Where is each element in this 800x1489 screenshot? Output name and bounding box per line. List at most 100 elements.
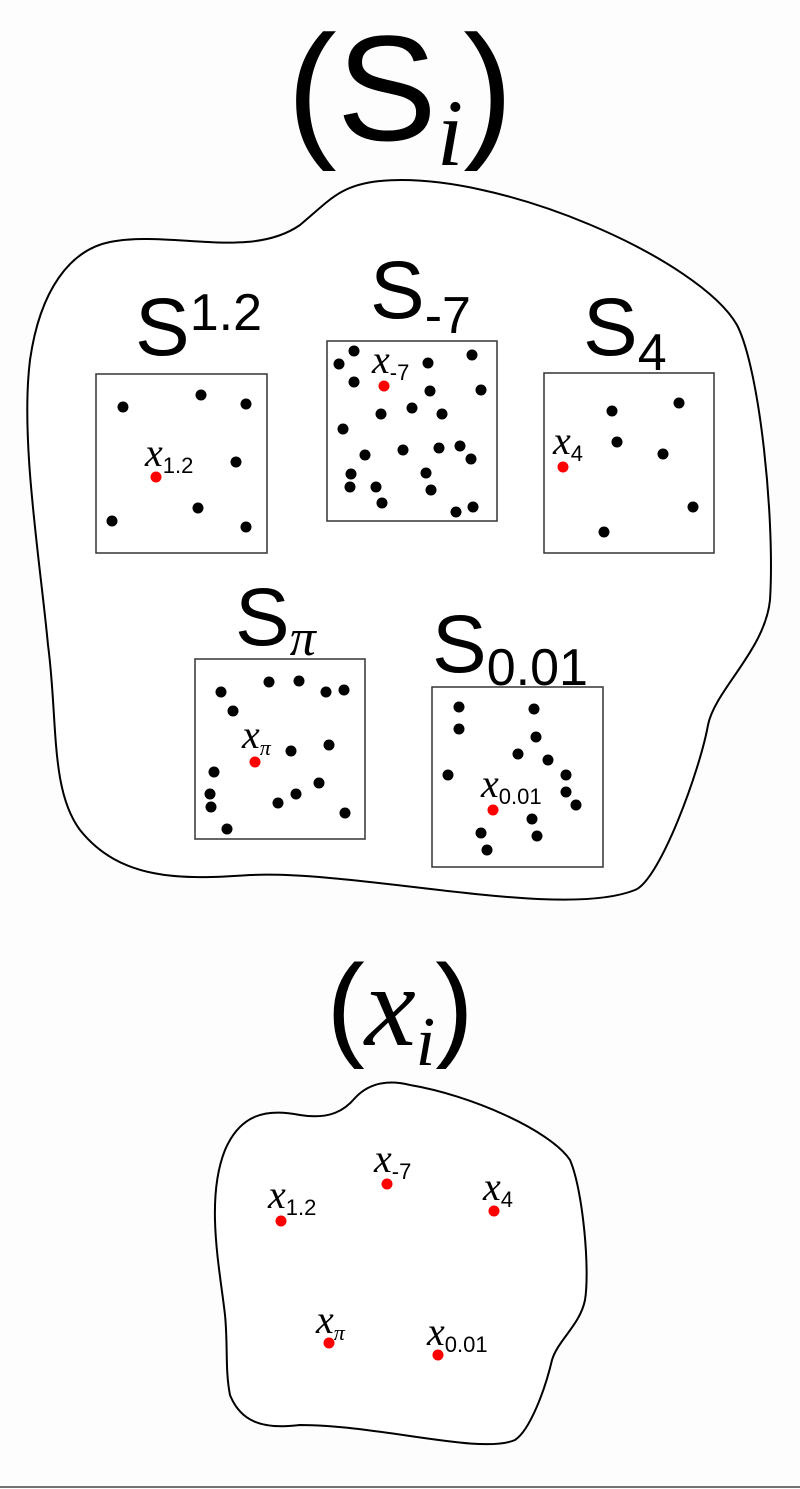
set-member-dot: [333, 358, 345, 370]
choice-element-label: x1.2: [267, 1172, 316, 1220]
set-member-dot: [117, 401, 129, 413]
chosen-element-label: x4: [552, 418, 583, 466]
choice-element-label: xπ: [315, 1297, 346, 1345]
set-member-dot: [420, 467, 432, 479]
set-member-dot: [323, 739, 335, 751]
set-label-minus-7: S-7: [370, 245, 471, 345]
set-member-dot: [345, 468, 357, 480]
set-member-dot: [337, 423, 349, 435]
set-member-dot: [673, 397, 685, 409]
set-member-dot: [542, 754, 554, 766]
set-box-pi: [194, 658, 366, 840]
set-member-dot: [240, 398, 252, 410]
set-member-dot: [475, 384, 487, 396]
set-minus-7: S-7x-7: [326, 245, 498, 522]
set-member-dot: [570, 799, 582, 811]
set-member-dot: [338, 684, 350, 696]
set-member-dot: [454, 440, 466, 452]
choice-element-4: x4: [482, 1164, 513, 1217]
set-member-dot: [453, 701, 465, 713]
set-member-dot: [433, 442, 445, 454]
set-member-dot: [481, 844, 493, 856]
set-member-dot: [344, 481, 356, 493]
set-member-dot: [528, 703, 540, 715]
set-member-dot: [313, 777, 325, 789]
set-member-dot: [293, 675, 305, 687]
set-box-4: [543, 372, 715, 554]
set-member-dot: [290, 788, 302, 800]
choice-element-dot: [323, 1337, 335, 1349]
set-member-dot: [560, 786, 572, 798]
set-member-dot: [657, 448, 669, 460]
set-member-dot: [106, 515, 118, 527]
bottom-title: (xi): [326, 942, 473, 1081]
set-member-dot: [530, 731, 542, 743]
set-member-dot: [606, 405, 618, 417]
set-member-dot: [465, 453, 477, 465]
chosen-element-label: x1.2: [144, 430, 193, 478]
set-member-dot: [424, 385, 436, 397]
chosen-element-dot: [249, 756, 261, 768]
set-member-dot: [376, 497, 388, 509]
set-1-2: S1.2 x1.2: [95, 282, 268, 554]
set-member-dot: [526, 813, 538, 825]
set-member-dot: [687, 501, 699, 513]
set-box-minus-7: [326, 340, 498, 522]
set-member-dot: [406, 402, 418, 414]
set-member-dot: [397, 444, 409, 456]
set-member-dot: [205, 801, 217, 813]
set-member-dot: [436, 408, 448, 420]
set-member-dot: [348, 345, 360, 357]
set-member-dot: [339, 807, 351, 819]
set-member-dot: [370, 481, 382, 493]
set-member-dot: [560, 769, 572, 781]
set-member-dot: [208, 766, 220, 778]
set-member-dot: [195, 389, 207, 401]
chosen-element-label: x-7: [371, 337, 409, 385]
choice-element-dot: [275, 1215, 287, 1227]
set-box-0-01: [431, 686, 604, 868]
set-member-dot: [531, 830, 543, 842]
set-member-dot: [263, 676, 275, 688]
top-title: (Si): [287, 4, 513, 186]
set-member-dot: [475, 827, 487, 839]
set-member-dot: [215, 686, 227, 698]
set-label-pi: Sπ: [235, 572, 318, 667]
set-member-dot: [598, 526, 610, 538]
set-member-dot: [221, 823, 233, 835]
set-member-dot: [227, 705, 239, 717]
choice-element-pi: xπ: [315, 1297, 346, 1349]
set-member-dot: [611, 436, 623, 448]
set-member-dot: [450, 506, 462, 518]
choice-element-1-2: x1.2: [267, 1172, 316, 1227]
set-member-dot: [422, 357, 434, 369]
set-member-dot: [348, 376, 360, 388]
set-member-dot: [320, 686, 332, 698]
set-member-dot: [359, 449, 371, 461]
set-member-dot: [272, 797, 284, 809]
choice-element-dot: [381, 1178, 393, 1190]
chosen-element-dot: [378, 380, 390, 392]
set-label-1-2: S1.2: [135, 282, 262, 373]
set-member-dot: [285, 745, 297, 757]
choice-element-label: x0.01: [426, 1309, 488, 1357]
choice-element-minus-7: x-7: [373, 1136, 411, 1190]
set-member-dot: [425, 484, 437, 496]
set-member-dot: [375, 408, 387, 420]
chosen-element-label: x0.01: [480, 761, 542, 809]
choice-element-0-01: x0.01: [426, 1309, 488, 1361]
choice-element-dot: [488, 1205, 500, 1217]
choice-element-dot: [432, 1349, 444, 1361]
set-member-dot: [192, 502, 204, 514]
set-member-dot: [466, 349, 478, 361]
set-member-dot: [512, 748, 524, 760]
set-member-dot: [230, 456, 242, 468]
choice-set-outline: [213, 1081, 588, 1446]
set-member-dot: [240, 521, 252, 533]
chosen-element-dot: [557, 461, 569, 473]
set-member-dot: [453, 723, 465, 735]
